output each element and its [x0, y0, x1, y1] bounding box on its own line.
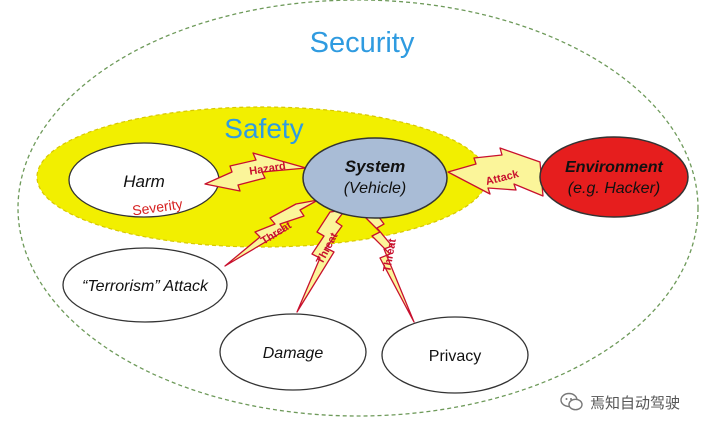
- terrorism-label: “Terrorism” Attack: [82, 278, 209, 295]
- environment-node: [539, 136, 689, 218]
- vehicle-label: (Vehicle): [344, 180, 407, 197]
- attack-bolt: Attack: [447, 147, 544, 197]
- harm-label: Harm: [123, 172, 165, 191]
- environment-label: Environment: [565, 159, 663, 176]
- hazard-bolt: Hazard: [204, 152, 307, 192]
- hacker-label: (e.g. Hacker): [568, 180, 660, 197]
- wechat-icon: [560, 392, 583, 411]
- security-boundary: [17, 0, 699, 417]
- terrorism-node: [62, 247, 228, 323]
- safety-title: Safety: [224, 113, 303, 144]
- damage-label: Damage: [263, 345, 324, 362]
- system-label: System: [345, 157, 405, 176]
- watermark: 焉知自动驾驶: [560, 390, 710, 416]
- severity-label: Severity: [131, 196, 183, 219]
- system-node: [302, 137, 448, 219]
- watermark-text: 焉知自动驾驶: [590, 394, 681, 412]
- hazard-label: Hazard: [248, 160, 286, 178]
- threat-label-privacy: Threat: [381, 238, 399, 274]
- privacy-node: [381, 316, 529, 394]
- privacy-label: Privacy: [429, 348, 481, 365]
- damage-node: [219, 313, 367, 391]
- security-title: Security: [310, 27, 415, 59]
- threat-bolt-privacy: Threat: [361, 211, 415, 323]
